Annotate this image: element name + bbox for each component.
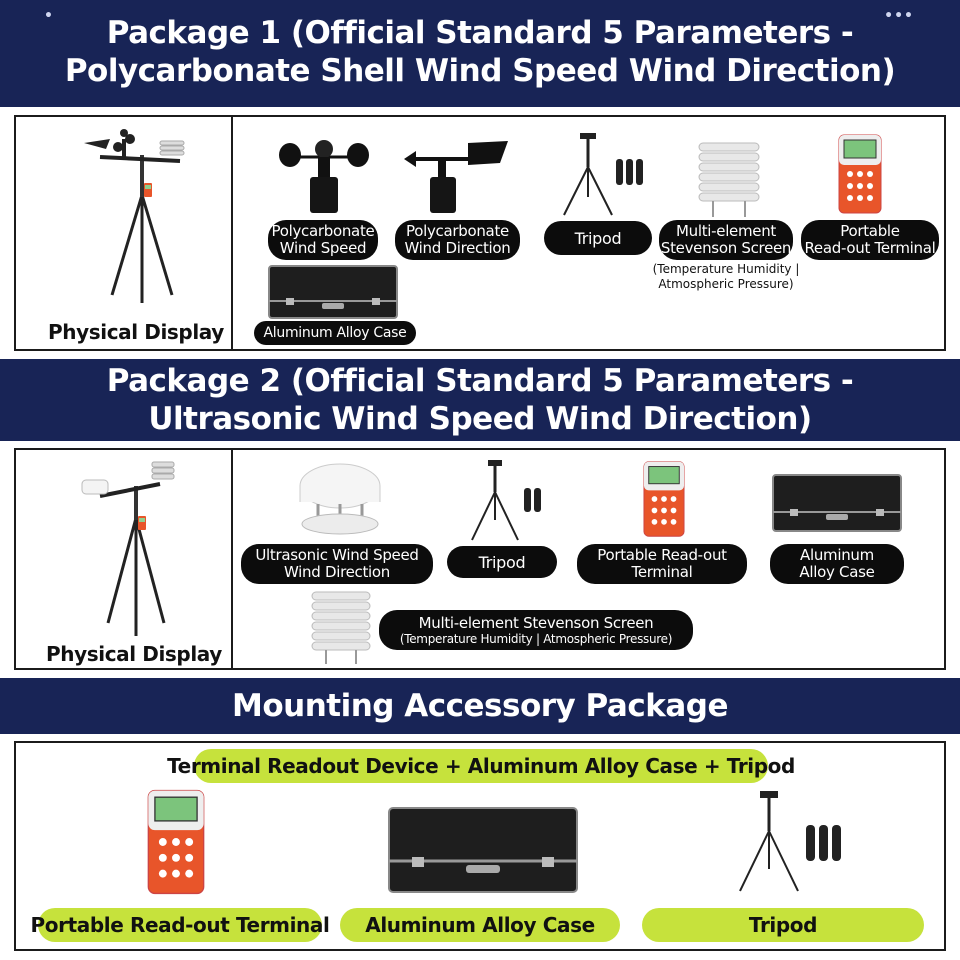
case-pill-2: Aluminum Alloy Case — [770, 544, 904, 584]
tripod-icon — [739, 791, 841, 892]
terminal-line2-2: Terminal — [631, 563, 693, 581]
wind-direction-line2: Wind Direction — [404, 239, 511, 257]
mounting-tripod-label: Tripod — [748, 913, 818, 937]
weather-station-icon — [81, 461, 175, 636]
stevenson-screen-icon — [311, 591, 371, 664]
terminal-line1: Portable — [840, 222, 900, 240]
mounting-tripod-pill: Tripod — [642, 908, 924, 942]
terminal-line1-2: Portable Read-out — [597, 546, 727, 564]
mounting-case-pill: Aluminum Alloy Case — [340, 908, 620, 942]
decor-dots-right: ••• — [884, 8, 914, 24]
package2-divider — [231, 450, 233, 668]
wind-speed-line2: Wind Speed — [279, 239, 367, 257]
terminal-icon — [147, 789, 205, 895]
package1-divider — [231, 117, 233, 349]
package1-title-line2: Polycarbonate Shell Wind Speed Wind Dire… — [64, 53, 896, 89]
stevenson-screen-note: (Temperature Humidity | Atmospheric Pres… — [652, 262, 800, 292]
wind-vane-icon — [404, 141, 508, 213]
package2-title-line2: Ultrasonic Wind Speed Wind Direction) — [148, 401, 812, 437]
weather-station-icon — [84, 129, 185, 303]
case-icon — [772, 474, 902, 532]
package1-panel: Physical Display Polycarbonate Wind Spee… — [14, 115, 946, 351]
cup-anemometer-icon — [279, 140, 369, 213]
case-icon — [268, 265, 398, 319]
terminal-icon — [643, 461, 685, 537]
wind-direction-line1: Polycarbonate — [406, 222, 509, 240]
case-line2-2: Alloy Case — [799, 563, 875, 581]
mounting-terminal-pill: Portable Read-out Terminal — [31, 908, 330, 942]
terminal-line2: Read-out Terminal — [804, 239, 936, 257]
case-icon — [388, 807, 578, 893]
package2-panel: Physical Display Ultrasonic Wind Speed W… — [14, 448, 946, 670]
ultrasonic-line2: Wind Direction — [283, 563, 391, 581]
wind-direction-pill: Polycarbonate Wind Direction — [395, 220, 520, 260]
mounting-terminal-label: Portable Read-out Terminal — [30, 913, 330, 937]
package2-title-line1: Package 2 (Official Standard 5 Parameter… — [106, 363, 854, 399]
tripod-label: Tripod — [574, 228, 622, 248]
stevenson-screen-note-line1: (Temperature Humidity | — [652, 262, 800, 276]
ultrasonic-line1: Ultrasonic Wind Speed — [255, 546, 419, 564]
terminal-pill: Portable Read-out Terminal — [801, 220, 939, 260]
stevenson-screen-pill-2: Multi-element Stevenson Screen (Temperat… — [379, 610, 693, 650]
mounting-header: Mounting Accessory Package — [0, 678, 960, 734]
package2-display-label: Physical Display — [46, 642, 222, 666]
stevenson-screen-line2: Stevenson Screen — [660, 239, 792, 257]
mounting-case-label: Aluminum Alloy Case — [365, 913, 595, 937]
stevenson-screen-icon — [698, 142, 760, 217]
package1-title-line1: Package 1 (Official Standard 5 Parameter… — [106, 15, 854, 51]
wind-speed-line1: Polycarbonate — [271, 222, 375, 240]
tripod-icon — [563, 133, 643, 216]
stevenson-screen-note-2: (Temperature Humidity | Atmospheric Pres… — [399, 631, 673, 646]
decor-dots-left: • — [44, 8, 54, 24]
tripod-icon — [471, 460, 541, 541]
package1-header: • ••• Package 1 (Official Standard 5 Par… — [0, 0, 960, 107]
tripod-pill: Tripod — [544, 221, 652, 255]
stevenson-screen-line1: Multi-element — [675, 222, 777, 240]
ultrasonic-pill: Ultrasonic Wind Speed Wind Direction — [241, 544, 433, 584]
mounting-summary: Terminal Readout Device + Aluminum Alloy… — [167, 754, 795, 778]
ultrasonic-sensor-icon — [299, 463, 381, 535]
case-label: Aluminum Alloy Case — [263, 324, 407, 341]
stevenson-screen-pill: Multi-element Stevenson Screen — [659, 220, 793, 260]
case-pill: Aluminum Alloy Case — [254, 321, 416, 345]
package2-header: Package 2 (Official Standard 5 Parameter… — [0, 359, 960, 441]
case-line1-2: Aluminum — [800, 546, 874, 564]
tripod-label-2: Tripod — [478, 552, 526, 572]
terminal-pill-2: Portable Read-out Terminal — [577, 544, 747, 584]
mounting-panel: Terminal Readout Device + Aluminum Alloy… — [14, 741, 946, 951]
mounting-summary-pill: Terminal Readout Device + Aluminum Alloy… — [167, 749, 795, 783]
stevenson-screen-note-line2: Atmospheric Pressure) — [658, 277, 794, 291]
package1-display-label: Physical Display — [48, 320, 224, 344]
tripod-pill-2: Tripod — [447, 546, 557, 578]
wind-speed-pill: Polycarbonate Wind Speed — [268, 220, 378, 260]
stevenson-screen-label-2: Multi-element Stevenson Screen — [418, 613, 654, 632]
terminal-icon — [838, 134, 882, 214]
mounting-title: Mounting Accessory Package — [232, 688, 728, 724]
